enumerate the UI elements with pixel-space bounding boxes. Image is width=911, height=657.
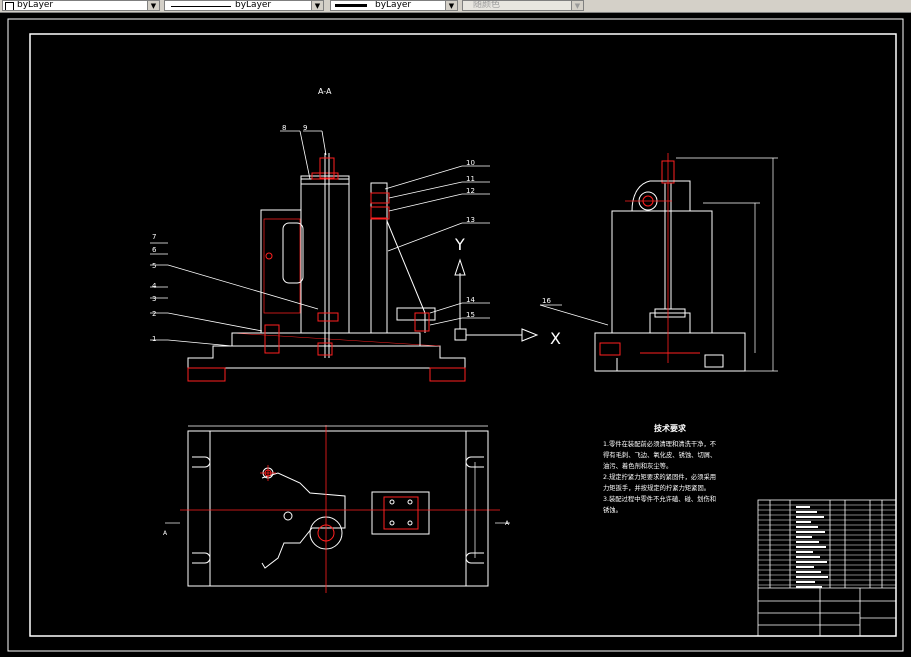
part-number: 13 [466, 216, 475, 224]
top-dimensions [165, 425, 510, 586]
parts-list-text-mark [796, 521, 811, 523]
lineweight-swatch-icon [335, 4, 367, 7]
part-number: 3 [152, 295, 156, 303]
title-block [757, 499, 897, 637]
front-part-numbers: 7 6 5 4 3 2 1 8 9 10 11 12 13 14 15 [152, 124, 475, 343]
chevron-down-icon[interactable]: ▼ [311, 1, 323, 10]
hatch-left-foot [187, 367, 226, 382]
parts-list-text-mark [796, 546, 826, 548]
section-marker-right: A [505, 520, 510, 527]
tech-line: 油污、着色剂和灰尘等。 [603, 461, 672, 470]
parts-list-text-mark [796, 566, 814, 568]
parts-list-text-mark [796, 526, 818, 528]
parts-list-text-mark [796, 536, 812, 538]
layer-combo[interactable]: byLayer ▼ [2, 0, 160, 11]
plotstyle-combo-value: 随颜色 [473, 0, 501, 10]
chevron-down-icon[interactable]: ▼ [571, 1, 583, 10]
parts-list-fill [796, 506, 828, 588]
part-number: 9 [303, 124, 307, 132]
hatch-right-foot [429, 367, 466, 382]
inner-frame [29, 33, 897, 637]
parts-list-text-mark [796, 506, 810, 508]
ucs-icon [454, 258, 539, 342]
side-view [594, 160, 746, 372]
linetype-combo[interactable]: byLayer ▼ [164, 0, 324, 11]
part-number: 15 [466, 311, 475, 319]
plotstyle-combo[interactable]: 随颜色 ▼ [462, 0, 584, 11]
properties-toolbar: byLayer ▼ byLayer ▼ byLayer ▼ 随颜色 ▼ [0, 0, 911, 13]
part-number: 14 [466, 296, 475, 304]
part-number: 10 [466, 159, 475, 167]
parts-list-text-mark [796, 551, 813, 553]
part-number: 1 [152, 335, 156, 343]
tech-line: 力矩扳手，并按规定的拧紧力矩紧固。 [603, 483, 710, 492]
layer-combo-value: byLayer [17, 0, 54, 10]
part-number: 12 [466, 187, 475, 195]
side-dimensions [539, 157, 778, 372]
part-number: 6 [152, 246, 157, 254]
color-swatch-icon [5, 2, 14, 10]
section-marker-left: A [163, 530, 168, 537]
ucs-x-label: X [550, 329, 561, 348]
chevron-down-icon[interactable]: ▼ [445, 1, 457, 10]
part-number: 4 [152, 282, 157, 290]
part-number: 8 [282, 124, 286, 132]
parts-list-text-mark [796, 511, 817, 513]
parts-list-text-mark [796, 586, 822, 588]
parts-list-text-mark [796, 581, 815, 583]
tech-line: 得有毛刺、飞边、氧化皮、锈蚀、切屑、 [603, 450, 716, 459]
lineweight-combo[interactable]: byLayer ▼ [330, 0, 458, 11]
top-centerlines [180, 425, 500, 593]
tech-requirements-title: 技术要求 [654, 423, 687, 433]
chevron-down-icon[interactable]: ▼ [147, 1, 159, 10]
parts-list-text-mark [796, 531, 825, 533]
parts-list-text-mark [796, 576, 828, 578]
tech-line: 锈蚀。 [603, 505, 622, 514]
parts-list-text-mark [796, 561, 827, 563]
part-number: 16 [542, 297, 551, 305]
tech-requirements: 1.零件在装配前必须清理和清洗干净，不 得有毛刺、飞边、氧化皮、锈蚀、切屑、 油… [603, 439, 717, 514]
parts-list-text-mark [796, 556, 820, 558]
front-section-view [187, 153, 466, 382]
parts-list-text-mark [796, 541, 819, 543]
parts-list-text-mark [796, 571, 821, 573]
tech-line: 2.规定拧紧力矩要求的紧固件，必须采用 [603, 472, 716, 481]
section-title: A-A [318, 87, 332, 96]
part-number: 5 [152, 262, 156, 270]
linetype-swatch-icon [171, 6, 231, 7]
parts-list-rows [758, 504, 896, 586]
part-number: 7 [152, 233, 156, 241]
lineweight-combo-value: byLayer [375, 0, 412, 10]
tech-line: 3.装配过程中零件不允许磕、碰、划伤和 [603, 494, 716, 503]
drawing-canvas[interactable]: A-A [0, 13, 911, 657]
parts-list-text-mark [796, 516, 824, 518]
ucs-y-label: Y [454, 235, 465, 254]
part-number: 2 [152, 310, 156, 318]
part-number: 11 [466, 175, 475, 183]
front-leaders [150, 130, 490, 347]
linetype-combo-value: byLayer [235, 0, 272, 10]
outer-frame [7, 18, 904, 652]
top-view [187, 430, 489, 587]
tech-line: 1.零件在装配前必须清理和清洗干净，不 [603, 439, 717, 448]
side-centerlines [625, 153, 672, 363]
